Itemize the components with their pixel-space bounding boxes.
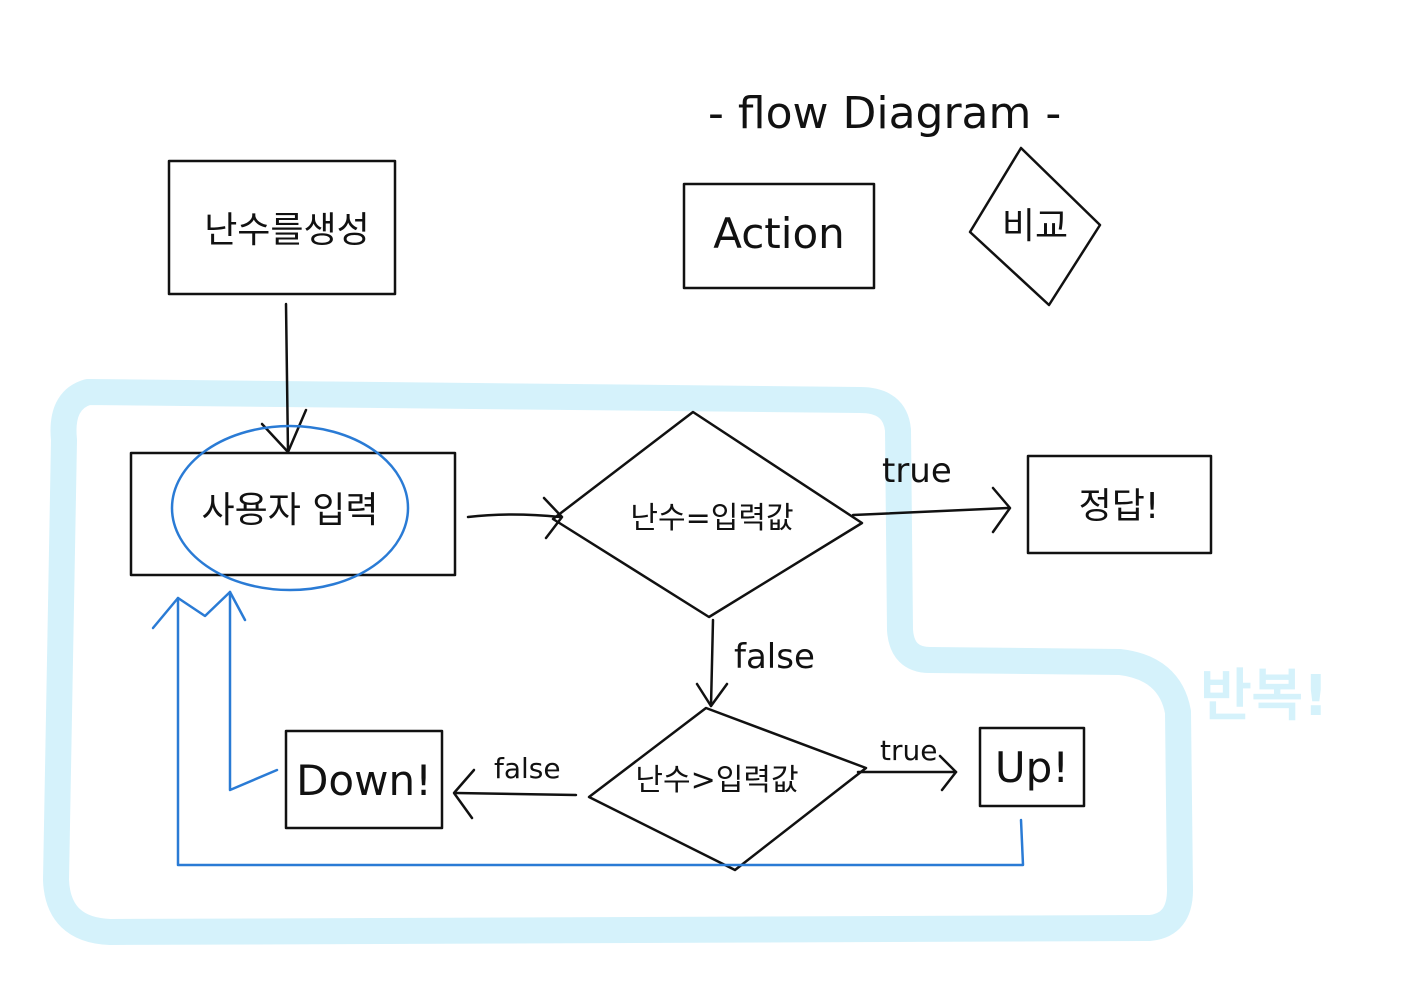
node-correct-box <box>1026 454 1213 555</box>
node-check-greater-diamond <box>587 706 868 872</box>
legend-action-label: Action <box>713 209 845 258</box>
user-input-highlight-ellipse <box>170 424 410 592</box>
loop-arrow-from-up <box>176 596 1025 867</box>
node-correct-label: 정답! <box>1079 486 1160 527</box>
repeat-label: 반복! <box>1200 664 1329 729</box>
edge-equal-false: false <box>695 618 815 708</box>
node-correct: 정답! <box>1026 454 1213 555</box>
node-down: Down! <box>284 729 444 830</box>
legend-compare: 비교 <box>968 146 1102 307</box>
edge-greater-true-label: true <box>880 734 937 767</box>
edge-greater-false: false <box>452 752 578 820</box>
node-up-label: Up! <box>995 743 1069 792</box>
node-check-equal-diamond <box>551 410 864 619</box>
legend-action: Action <box>682 182 876 290</box>
arrow-generate-to-input <box>260 302 308 454</box>
node-user-input-label: 사용자 입력 <box>201 490 378 531</box>
edge-equal-false-label: false <box>734 637 815 677</box>
node-up-box <box>978 726 1086 808</box>
node-generate-box <box>167 159 397 296</box>
edge-greater-false-label: false <box>494 752 561 785</box>
node-generate: 난수를생성 <box>167 159 397 296</box>
node-generate-label: 난수를생성 <box>204 210 370 251</box>
node-check-equal-label: 난수=입력값 <box>630 501 793 536</box>
node-down-label: Down! <box>296 756 432 805</box>
node-user-input: 사용자 입력 <box>129 424 457 592</box>
loop-back-arrows <box>151 590 1025 867</box>
edge-equal-true: true <box>851 451 1012 534</box>
legend-compare-label: 비교 <box>1002 206 1068 247</box>
legend-compare-diamond <box>968 146 1102 307</box>
node-check-greater: 난수>입력값 <box>587 706 868 872</box>
node-up: Up! <box>978 726 1086 808</box>
node-check-greater-label: 난수>입력값 <box>635 763 798 798</box>
node-user-input-box <box>129 451 457 577</box>
edge-equal-true-label: true <box>882 451 952 491</box>
edge-greater-true: true <box>856 734 958 792</box>
loop-arrowheads <box>151 590 247 630</box>
node-check-equal: 난수=입력값 <box>551 410 864 619</box>
loop-arrow-from-down <box>228 590 279 792</box>
arrow-input-to-equal <box>466 496 564 540</box>
legend-action-box <box>682 182 876 290</box>
node-down-box <box>284 729 444 830</box>
diagram-title: - flow Diagram - <box>708 88 1061 139</box>
repeat-region-highlight <box>43 379 1193 945</box>
